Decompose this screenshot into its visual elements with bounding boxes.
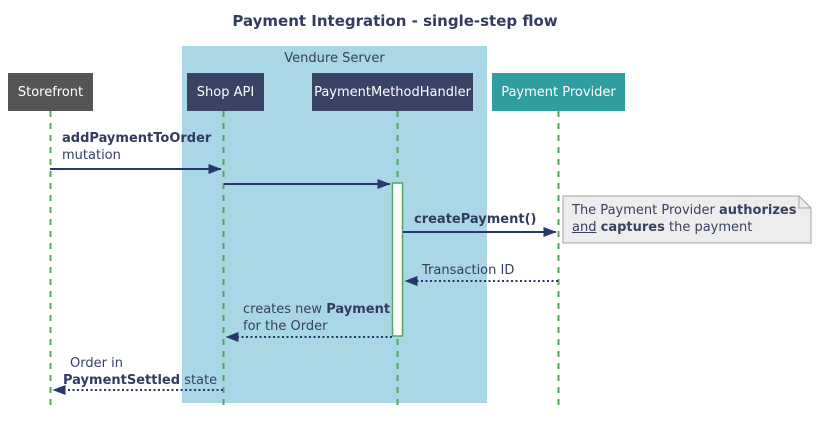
actor-payment-provider: Payment Provider — [492, 73, 625, 111]
actor-payment-method-handler: PaymentMethodHandler — [312, 73, 473, 111]
label-creates-payment: creates new Payment for the Order — [243, 302, 391, 334]
label-add-payment-to-order: addPaymentToOrder mutation — [62, 131, 212, 163]
actor-shop-api: Shop API — [187, 73, 264, 111]
label-order-settled: Order in PaymentSettled state — [63, 356, 218, 388]
diagram-title: Payment Integration - single-step flow — [232, 12, 558, 30]
vendure-server-label: Vendure Server — [284, 51, 385, 66]
actor-payment-method-handler-label: PaymentMethodHandler — [314, 84, 471, 100]
label-transaction-id: Transaction ID — [422, 263, 515, 278]
actor-shop-api-label: Shop API — [196, 84, 255, 100]
note-payment-provider: The Payment Provider authorizes and capt… — [572, 203, 797, 235]
note-fold-icon — [798, 196, 811, 209]
actor-storefront: Storefront — [8, 73, 93, 111]
label-create-payment: createPayment() — [414, 212, 537, 227]
actor-storefront-label: Storefront — [17, 84, 84, 100]
note-shape — [562, 195, 812, 244]
actor-payment-provider-label: Payment Provider — [501, 84, 616, 100]
activation-bar — [391, 182, 404, 337]
